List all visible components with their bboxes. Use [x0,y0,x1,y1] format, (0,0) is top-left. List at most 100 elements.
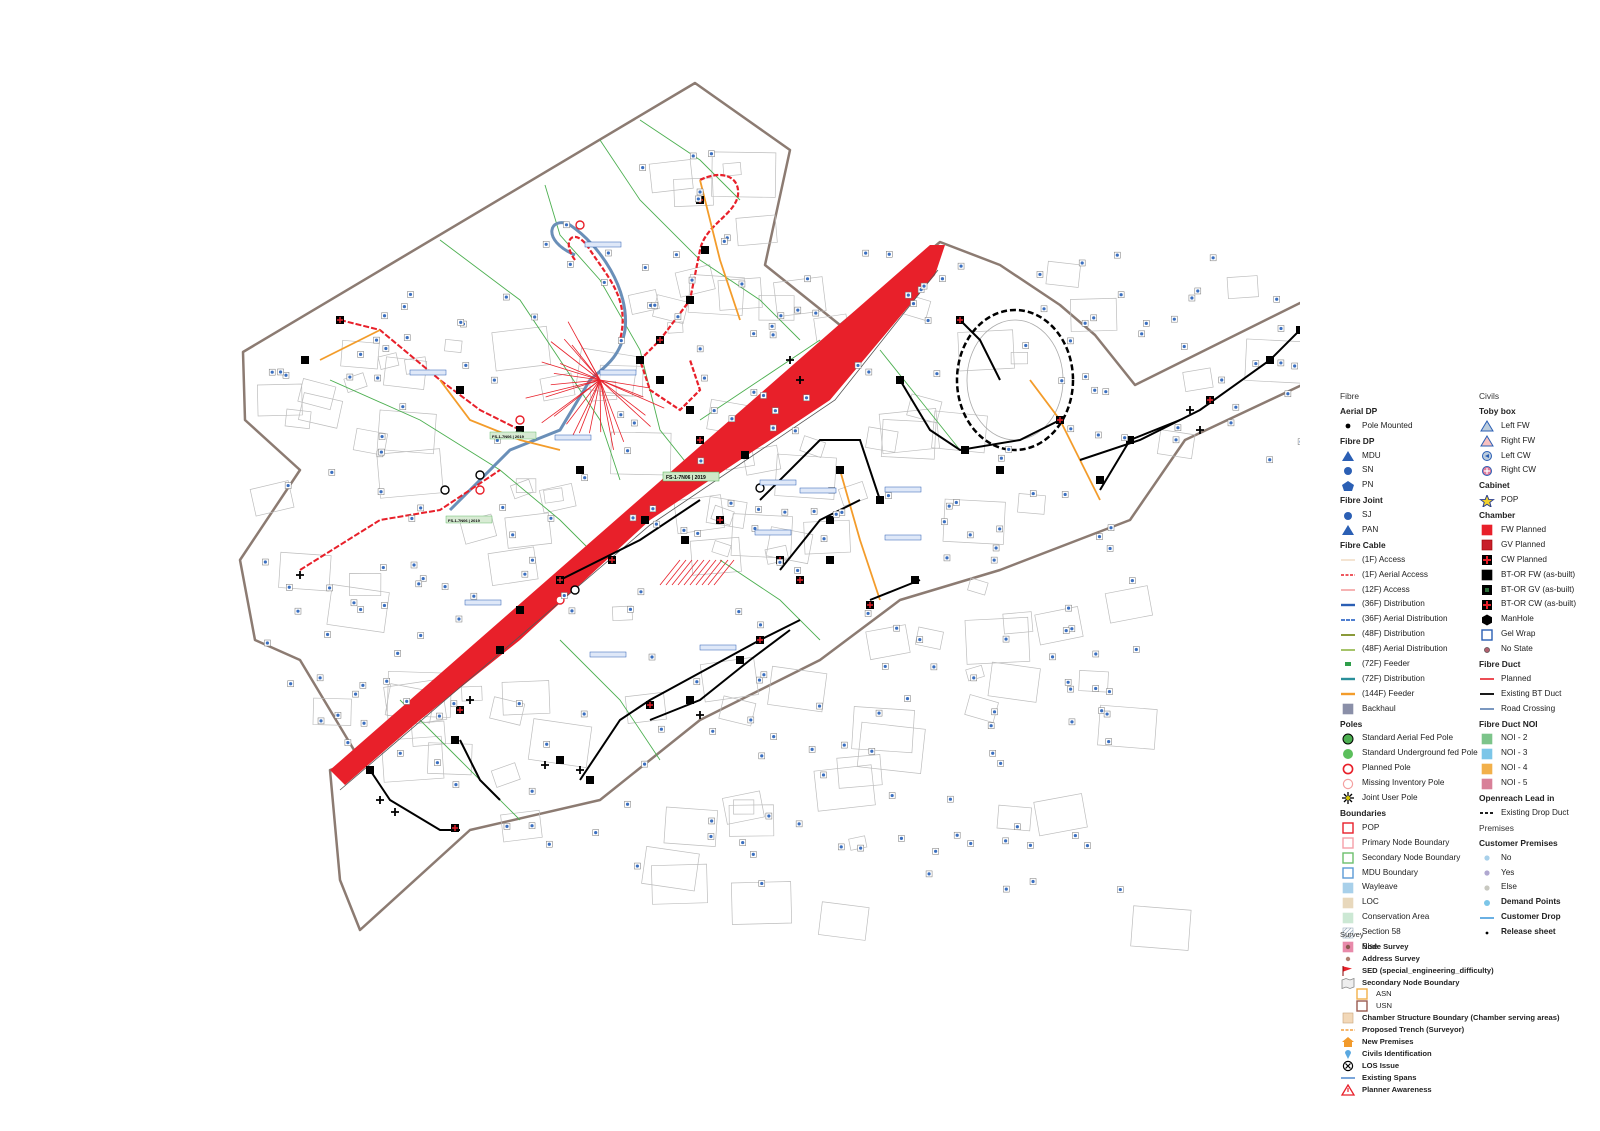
premise-marker [503,293,510,301]
premise-marker [696,345,704,353]
legend-item-label: Proposed Trench (Surveyor) [1362,1025,1465,1035]
legend-item-label: POP [1501,495,1519,505]
network-plan-map[interactable]: FS-1-7N06 | 2019 FS-1-7N06 | 2019 FS-1-7… [0,0,1300,1131]
premise-marker [286,584,293,591]
legend-item: BT-OR FW (as-built) [1479,568,1576,583]
chamber-marker [756,636,764,644]
legend-item: Gel Wrap [1479,627,1576,642]
chamber-marker [736,656,744,664]
legend-item-label: Conservation Area [1362,912,1430,922]
premise-marker [287,680,294,688]
chamber-marker [656,376,664,384]
premise-marker [701,374,708,382]
legend-item-label: FW Planned [1501,525,1547,535]
premise-marker [324,631,331,638]
main-road [330,245,945,785]
premise-marker [1067,337,1074,345]
premise-marker [262,558,269,566]
premise-marker [947,795,954,803]
premise-marker [674,313,682,320]
chamber-marker [701,246,709,254]
premise-marker [794,306,802,314]
legend-item-label: (72F) Distribution [1362,673,1425,683]
premise-marker [377,488,385,495]
legend-group-title: Poles [1340,718,1363,729]
line-black-dash-icon [1479,807,1495,819]
legend-item-label: LOC [1362,897,1379,907]
joint-user-pole [786,356,794,364]
drop-ray [665,559,687,586]
legend-item-label: SED (special_engineering_difficulty) [1362,965,1494,975]
legend-item: ManHole [1479,612,1576,627]
premise-marker [904,695,911,702]
legend-item-label: Primary Node Boundary [1362,837,1450,847]
premise-marker [943,554,951,562]
fill-tan-icon [1340,897,1356,909]
legend-item: Standard Aerial Fed Pole [1340,731,1478,746]
chamber-marker [301,356,309,364]
premise-marker [1090,314,1097,322]
premise-marker [1095,431,1102,439]
dot-black-icon [1340,420,1356,432]
fill-lightblue-icon [1340,882,1356,894]
chamber-marker [656,336,664,344]
premise-marker [1297,438,1300,445]
legend-item-label: Planned Pole [1362,763,1411,773]
legend-item: Demand Points [1479,895,1576,910]
premise-marker [561,592,568,599]
legend-item-label: Right FW [1501,435,1536,445]
legend-item-label: MDU [1362,450,1381,460]
premise-marker [1209,254,1217,262]
chamber-marker [681,536,689,544]
legend-item: POP [1340,821,1478,836]
dot-brown-icon [1340,941,1356,953]
premise-marker [757,621,764,629]
premise-marker [808,746,816,753]
chamber-marker [456,706,464,714]
legend-item-label: BT-OR GV (as-built) [1501,584,1575,594]
premise-marker [868,748,876,755]
premise-marker [381,312,388,320]
premise-marker [747,716,755,724]
legend-item-label: Else [1362,941,1378,951]
premise-marker [1284,390,1292,398]
legend-item-label: (36F) Aerial Distribution [1362,614,1448,624]
drop-ray [572,379,601,437]
line-blue-short-icon [1340,1072,1356,1084]
premise-marker [268,368,276,376]
premise-marker [651,301,659,309]
premise-marker [1252,360,1260,367]
premise-marker [837,843,845,851]
triangle-blue-icon [1340,450,1356,462]
premise-marker [885,492,892,499]
drop-ray [566,379,601,425]
premise-marker [1133,646,1140,653]
line-blue-dash-icon [1340,614,1356,626]
blue-labels [409,241,922,658]
box-orange-icon [1354,988,1370,1001]
premise-marker [953,831,961,839]
legend-item-label: Secondary Node Boundary [1362,852,1461,862]
roundabout [955,308,1075,452]
premise-marker [637,588,645,596]
premise-marker [450,700,458,707]
premise-marker [765,812,773,820]
legend-item-label: (48F) Aerial Distribution [1362,644,1448,654]
legend-item-label: No State [1501,644,1533,654]
premise-marker [864,610,872,617]
star-burst-icon [1340,792,1356,805]
premise-marker [1081,319,1089,327]
legend-item: NOI - 3 [1479,746,1576,761]
premise-marker [838,509,846,516]
premise-marker [1062,627,1070,634]
premise-marker [1092,685,1099,692]
premise-marker [1005,446,1012,453]
line-skyblue-icon [1479,912,1495,924]
premise-marker [503,823,511,830]
legend-item-label: Demand Points [1501,897,1561,907]
pole-marker [570,585,580,595]
premise-marker [760,671,768,679]
dp-tag [884,486,922,493]
dp-tag [589,651,627,658]
premise-marker [601,279,608,286]
